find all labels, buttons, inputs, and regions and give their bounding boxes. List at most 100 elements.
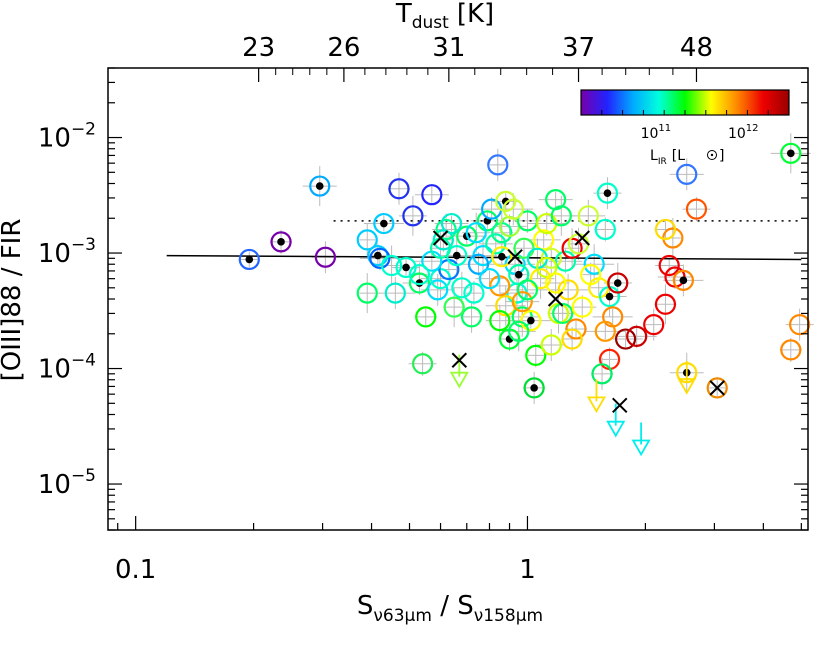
data-point — [614, 328, 637, 350]
cross-marker — [612, 397, 628, 414]
data-point — [380, 254, 403, 277]
data-point — [421, 184, 443, 206]
upper-limit-arrow — [586, 396, 607, 414]
cross-marker — [451, 352, 468, 368]
data-point — [369, 247, 391, 269]
colorbar-tick-label: 1011 — [641, 123, 672, 142]
data-point-center — [501, 197, 510, 206]
data-point — [487, 154, 509, 176]
data-point — [780, 142, 802, 164]
colorbar-gradient — [580, 89, 790, 116]
data-point — [571, 296, 593, 318]
colorbar-tick-label: 1012 — [728, 123, 759, 142]
data-point — [676, 163, 698, 185]
data-point — [533, 229, 555, 251]
upper-limit-arrow — [606, 420, 626, 438]
solar-symbol-icon — [707, 150, 717, 160]
data-point — [408, 264, 431, 286]
data-point-center — [679, 276, 688, 285]
data-point — [583, 253, 605, 275]
data-point — [356, 229, 378, 251]
colorbar-label-close: ] — [719, 148, 724, 164]
data-point — [388, 178, 410, 200]
data-point — [540, 334, 562, 356]
data-point — [536, 256, 558, 279]
y-tick-label: 10−4 — [38, 351, 96, 385]
data-point — [789, 314, 811, 336]
data-point-center — [497, 252, 506, 261]
data-point — [270, 231, 292, 253]
data-point — [654, 218, 677, 241]
top-tick-label: 48 — [680, 33, 713, 63]
cross-marker — [507, 248, 523, 265]
data-point — [685, 198, 708, 220]
top-tick-label: 26 — [327, 33, 360, 63]
data-point — [356, 282, 378, 304]
data-point — [314, 246, 337, 268]
x-tick-label: 0.1 — [115, 555, 156, 585]
data-point-center — [527, 316, 535, 325]
x-tick-label: 1 — [519, 555, 536, 585]
data-point-center — [613, 279, 622, 287]
data-point — [525, 344, 547, 366]
cross-marker — [547, 291, 564, 307]
upper-limit-arrow — [449, 371, 469, 389]
data-point — [561, 237, 583, 259]
data-point — [443, 296, 465, 318]
data-point-center — [277, 238, 285, 246]
data-point — [495, 190, 517, 212]
data-point — [451, 277, 473, 299]
data-point — [491, 246, 513, 268]
data-point — [489, 310, 511, 332]
data-point — [516, 279, 539, 301]
data-point — [432, 229, 454, 251]
top-axis-title: Tdust[K] — [395, 0, 494, 33]
data-point — [577, 205, 599, 227]
data-point — [591, 363, 613, 385]
data-point — [384, 282, 406, 304]
data-point — [658, 254, 680, 277]
data-point — [460, 306, 483, 328]
data-point — [408, 272, 431, 294]
data-point — [415, 306, 437, 328]
data-point — [580, 264, 602, 286]
data-point-center — [374, 251, 382, 260]
data-point — [435, 218, 457, 241]
y-axis-title: [OIII]88 / FIR — [0, 219, 27, 382]
data-point — [427, 279, 449, 301]
data-point — [594, 218, 616, 241]
data-point — [552, 302, 574, 325]
data-point — [463, 282, 485, 304]
cross-marker — [709, 380, 725, 396]
data-point — [545, 272, 567, 294]
data-point-center — [605, 292, 614, 301]
data-point — [511, 290, 533, 313]
data-point — [706, 377, 728, 399]
data-point — [440, 212, 463, 235]
data-point-center — [530, 384, 538, 392]
data-point — [476, 210, 498, 232]
data-point — [672, 269, 694, 291]
y-tick-label: 10−2 — [38, 120, 96, 154]
data-point — [478, 268, 501, 290]
y-tick-label: 10−5 — [38, 466, 96, 500]
cross-marker — [574, 230, 590, 246]
top-tick-label: 31 — [432, 33, 465, 63]
solar-symbol-dot — [710, 153, 714, 157]
data-point — [545, 189, 567, 211]
data-point — [238, 248, 260, 271]
x-axis-title: Sν63μm / Sν158μm — [357, 591, 543, 626]
data-point-center — [402, 263, 410, 272]
data-point — [502, 198, 524, 220]
data-point — [654, 293, 677, 315]
data-point — [373, 212, 395, 235]
data-point — [495, 295, 517, 317]
colorbar-label: LIR[L — [650, 148, 685, 167]
data-point — [529, 268, 552, 290]
data-point — [643, 314, 665, 336]
data-point — [485, 233, 507, 255]
data-point-center — [315, 182, 324, 190]
data-point — [513, 237, 535, 259]
data-points-layer — [238, 142, 811, 457]
data-point — [309, 175, 331, 197]
